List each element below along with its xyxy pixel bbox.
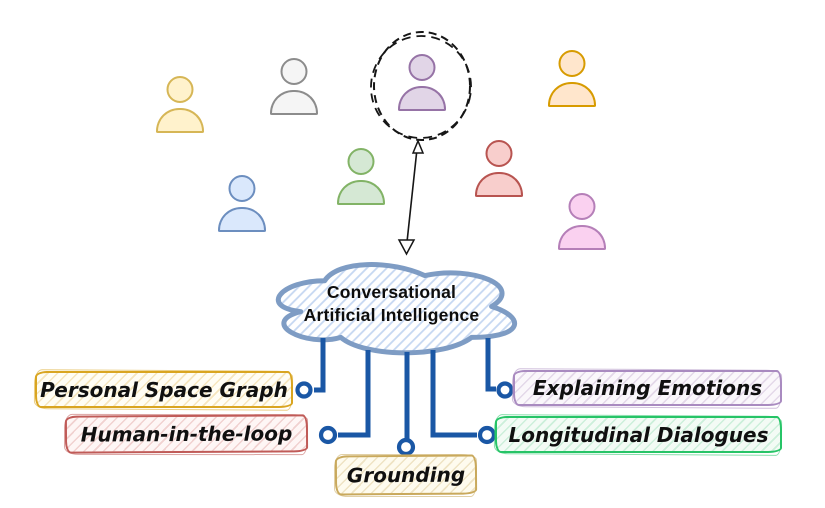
red-person-icon bbox=[475, 140, 523, 197]
person-body bbox=[398, 86, 446, 111]
person-head bbox=[166, 76, 194, 103]
endpoint-ring-icon bbox=[477, 425, 497, 445]
topic-box-grounding: Grounding bbox=[334, 454, 478, 496]
purple-person-icon-highlighted bbox=[398, 54, 446, 111]
green-person-icon bbox=[337, 148, 385, 205]
person-head bbox=[568, 193, 596, 220]
person-body bbox=[156, 108, 204, 133]
topic-box-explaining-emotions: Explaining Emotions bbox=[513, 370, 782, 406]
person-head bbox=[228, 175, 256, 202]
cloud-label-line2: Artificial Intelligence bbox=[303, 305, 480, 325]
cloud-label: Conversational Artificial Intelligence bbox=[258, 281, 525, 327]
person-body bbox=[558, 225, 606, 250]
connector-lines bbox=[314, 338, 496, 440]
topic-label: Explaining Emotions bbox=[532, 376, 763, 400]
topic-box-personal-space-graph: Personal Space Graph bbox=[35, 371, 293, 408]
connector-longitudinal-dialogues bbox=[430, 350, 477, 438]
connector-explaining-emotions bbox=[485, 338, 496, 392]
endpoint-ring-icon bbox=[496, 381, 514, 399]
person-head bbox=[280, 58, 308, 85]
topic-label: Grounding bbox=[346, 462, 466, 488]
topic-label: Longitudinal Dialogues bbox=[508, 422, 769, 447]
person-head bbox=[485, 140, 513, 167]
pink-person-icon bbox=[558, 193, 606, 250]
connector-human-in-the-loop bbox=[338, 350, 371, 438]
person-body bbox=[548, 82, 596, 107]
topic-label: Human-in-the-loop bbox=[80, 421, 293, 447]
topic-box-longitudinal-dialogues: Longitudinal Dialogues bbox=[495, 416, 782, 453]
yellow-person-icon bbox=[156, 76, 204, 133]
topic-box-human-in-the-loop: Human-in-the-loop bbox=[64, 414, 309, 454]
person-head bbox=[347, 148, 375, 175]
person-body bbox=[475, 172, 523, 197]
gray-person-icon bbox=[270, 58, 318, 115]
connector-endpoints bbox=[295, 381, 514, 457]
connector-personal-space-graph bbox=[314, 338, 326, 393]
orange-person-icon bbox=[548, 50, 596, 107]
person-head bbox=[408, 54, 436, 81]
person-body bbox=[270, 90, 318, 115]
person-body bbox=[218, 207, 266, 232]
blue-person-icon bbox=[218, 175, 266, 232]
endpoint-ring-icon bbox=[295, 381, 313, 399]
person-body bbox=[337, 180, 385, 205]
endpoint-ring-icon bbox=[396, 437, 416, 457]
arrow-down-icon bbox=[397, 139, 425, 256]
cloud-label-line1: Conversational bbox=[326, 282, 457, 302]
person-head bbox=[558, 50, 586, 77]
endpoint-ring-icon bbox=[318, 425, 338, 445]
topic-label: Personal Space Graph bbox=[40, 377, 288, 402]
